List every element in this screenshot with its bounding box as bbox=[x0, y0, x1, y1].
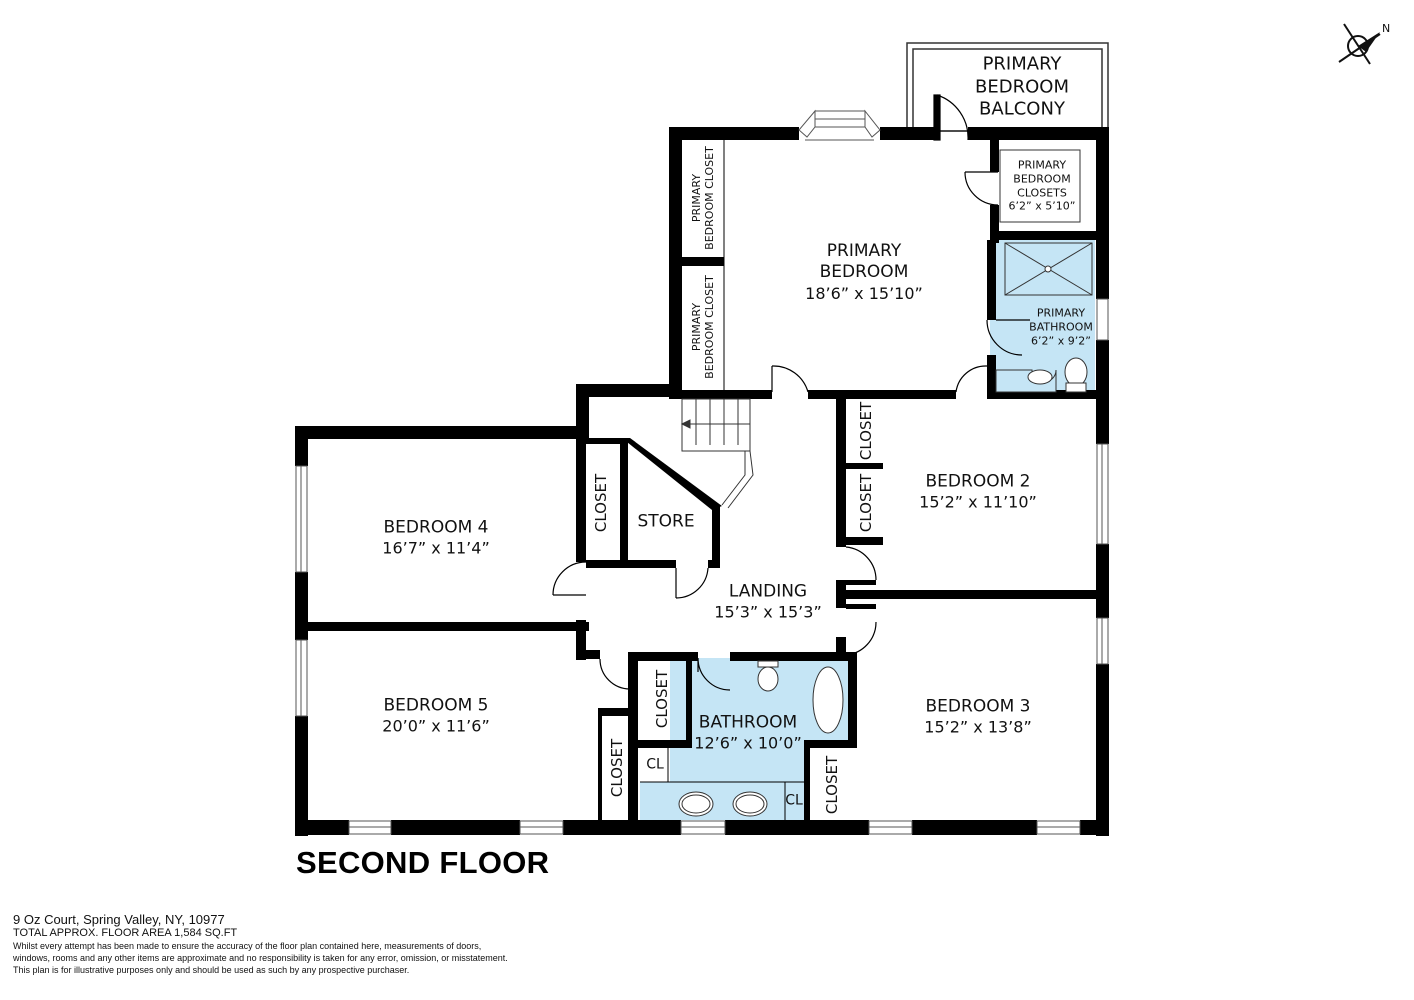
closet-label-bedroom2-lower: CLOSET bbox=[857, 473, 875, 533]
room-label-bathroom: BATHROOM 12’6” x 10’0” bbox=[694, 712, 802, 753]
closet-label-bathroom: CLOSET bbox=[653, 669, 671, 729]
property-address: 9 Oz Court, Spring Valley, NY, 10977 bbox=[13, 912, 225, 927]
windows bbox=[295, 109, 1109, 835]
primary-closets-shelf bbox=[999, 149, 1081, 223]
disclaimer: Whilst every attempt has been made to en… bbox=[13, 941, 508, 975]
closet-label-bedroom5: CLOSET bbox=[608, 738, 626, 798]
room-label-primary-bedroom: PRIMARY BEDROOM 18’6” x 15’10” bbox=[805, 240, 923, 303]
room-label-primary-closet-lower: PRIMARY BEDROOM CLOSET bbox=[689, 275, 716, 379]
room-label-balcony: PRIMARY BEDROOM BALCONY bbox=[975, 53, 1069, 120]
north-label: N bbox=[1382, 22, 1391, 35]
cl-label-bathroom-right: CL bbox=[785, 792, 803, 809]
footer: 9 Oz Court, Spring Valley, NY, 10977 TOT… bbox=[13, 912, 573, 976]
exterior-walls bbox=[295, 127, 1109, 836]
floor-title: SECOND FLOOR bbox=[296, 845, 550, 880]
interior-walls bbox=[308, 140, 1109, 835]
door-swings bbox=[552, 94, 1030, 691]
north-arrow-icon: N bbox=[1336, 20, 1392, 75]
closet-label-bedroom3: CLOSET bbox=[823, 755, 841, 815]
plumbing-fixtures bbox=[678, 242, 1093, 817]
cl-label-bathroom-left: CL bbox=[646, 756, 664, 773]
closet-label-landing-left: CLOSET bbox=[592, 473, 610, 533]
room-label-bedroom-5: BEDROOM 5 20’0” x 11’6” bbox=[382, 695, 490, 736]
room-label-store: STORE bbox=[637, 511, 695, 532]
room-label-primary-closets: PRIMARY BEDROOM CLOSETS 6’2” x 5’10” bbox=[1008, 158, 1076, 213]
staircase bbox=[680, 398, 754, 509]
total-floor-area: TOTAL APPROX. FLOOR AREA 1,584 SQ.FT bbox=[13, 927, 238, 939]
room-label-primary-bathroom: PRIMARY BATHROOM 6’2” x 9’2” bbox=[1029, 306, 1093, 347]
room-label-bedroom-4: BEDROOM 4 16’7” x 11’4” bbox=[382, 517, 490, 558]
room-label-bedroom-3: BEDROOM 3 15’2” x 13’8” bbox=[924, 696, 1032, 737]
room-label-bedroom-2: BEDROOM 2 15’2” x 11’10” bbox=[919, 471, 1037, 512]
room-label-landing: LANDING 15’3” x 15’3” bbox=[714, 581, 822, 622]
closet-label-bedroom2-upper: CLOSET bbox=[857, 401, 875, 461]
room-label-primary-closet-upper: PRIMARY BEDROOM CLOSET bbox=[689, 146, 716, 250]
